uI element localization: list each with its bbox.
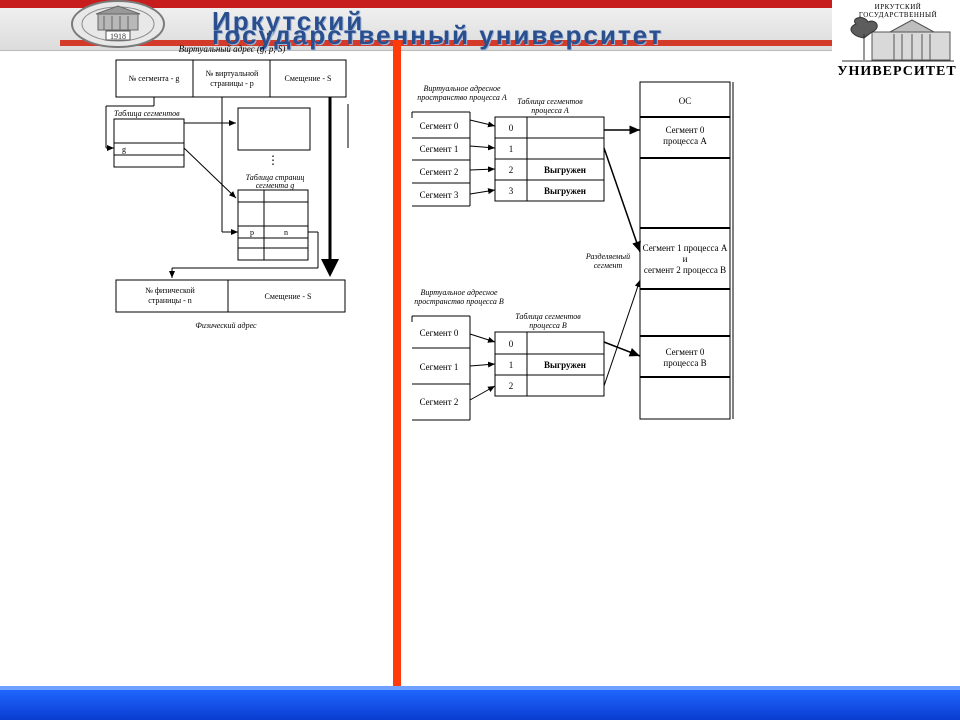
process-b-table-index-2: 2 (509, 381, 514, 391)
segment-row-g: g (122, 145, 126, 154)
process-b-table-label-line-2: процесса B (529, 321, 567, 330)
segment-page-translation-diagram: Виртуальный адрес (g, p, S) № сегмента -… (105, 44, 349, 330)
physical-address-box (115, 279, 346, 313)
page-table-label-line-2: сегмента g (256, 181, 295, 190)
header-title-line-1: Иркутский (212, 6, 365, 36)
process-a-table-status-3: Выгружен (544, 186, 586, 196)
process-a-table-label-line-1: Таблица сегментов (517, 97, 583, 106)
page-row-p: p (250, 228, 254, 237)
cell-offset: Смещение - S (285, 74, 332, 83)
process-b-table-label-line-1: Таблица сегментов (515, 312, 581, 321)
shared-segment-label-line-1: Разделяемый (585, 252, 630, 261)
memory-seg0-a-line-2: процесса A (663, 136, 707, 146)
process-a-table-index-3: 3 (509, 186, 514, 196)
cell-virtual-page-line-1: № виртуальной (206, 69, 259, 78)
page-row-n: n (284, 228, 288, 237)
process-a-segment-0: Сегмент 0 (420, 121, 459, 131)
process-a-table-index-2: 2 (509, 165, 514, 175)
university-building-icon (842, 17, 954, 62)
cell-virtual-page-line-2: страницы - p (210, 79, 254, 88)
process-a-segments (411, 111, 471, 207)
process-b-segment-2: Сегмент 2 (420, 397, 459, 407)
process-a-vas-label-line-2: пространство процесса A (417, 93, 507, 102)
process-a-segment-2: Сегмент 2 (420, 167, 459, 177)
translation-arrows (105, 97, 319, 278)
header-red-stripe (0, 0, 832, 8)
shared-segment-label-line-2: сегмент (594, 261, 623, 270)
process-a-table-status-2: Выгружен (544, 165, 586, 175)
mapping-arrows (469, 119, 641, 401)
physical-memory-column (639, 81, 734, 420)
cell-segment-number: № сегмента - g (129, 74, 180, 83)
memory-shared-line-2: и (683, 254, 688, 264)
footer-highlight (0, 686, 960, 691)
process-b-vas-label-line-1: Виртуальное адресное (420, 288, 498, 297)
process-a-vas-label-line-1: Виртуальное адресное (423, 84, 501, 93)
seal-year: 1918 (110, 32, 126, 41)
header-title-line-2: государственный университет (212, 20, 664, 50)
process-a-segment-table (494, 116, 605, 202)
logo-top-text: ИРКУТСКИЙ ГОСУДАРСТВЕННЫЙ (858, 3, 938, 19)
page-table-placeholder-box (237, 107, 311, 151)
header-red-underline (60, 40, 832, 46)
virtual-address-label: Виртуальный адрес (g, p, S) (179, 44, 286, 54)
memory-shared-line-1: Сегмент 1 процесса A (643, 243, 728, 253)
footer-band (0, 690, 960, 720)
segment-table (113, 118, 185, 168)
physical-address-label: Физический адрес (195, 321, 257, 330)
page-table (237, 189, 309, 261)
memory-os: ОС (679, 96, 692, 106)
memory-shared-line-3: сегмент 2 процесса B (644, 265, 726, 275)
process-a-table-index-1: 1 (509, 144, 514, 154)
process-a-segment-1: Сегмент 1 (420, 144, 459, 154)
process-a-table-index-0: 0 (509, 123, 514, 133)
process-b-table-status-1: Выгружен (544, 360, 586, 370)
ellipsis-mark: ⋮ (267, 153, 279, 167)
university-seal-icon: 1918 (71, 0, 165, 48)
page-table-label-line-1: Таблица страниц (246, 173, 305, 182)
shared-segment-diagram: Виртуальное адресное пространство процес… (411, 81, 734, 421)
logo-bottom-text: УНИВЕРСИТЕТ (837, 64, 957, 79)
process-a-table-label-line-2: процесса A (531, 106, 569, 115)
memory-seg0-b-line-2: процесса B (663, 358, 706, 368)
process-b-segment-1: Сегмент 1 (420, 362, 459, 372)
memory-seg0-a-line-1: Сегмент 0 (666, 125, 705, 135)
physical-page-line-1: № физической (145, 286, 195, 295)
process-b-vas-label-line-2: пространство процесса B (414, 297, 504, 306)
process-a-segment-3: Сегмент 3 (420, 190, 459, 200)
memory-seg0-b-line-1: Сегмент 0 (666, 347, 705, 357)
process-b-table-index-0: 0 (509, 339, 514, 349)
physical-offset: Смещение - S (265, 292, 312, 301)
vertical-divider (393, 40, 401, 697)
segment-table-label: Таблица сегментов (114, 109, 180, 118)
process-b-segment-0: Сегмент 0 (420, 328, 459, 338)
physical-page-line-2: страницы - n (148, 296, 192, 305)
process-b-segments (411, 315, 471, 421)
virtual-address-box (115, 59, 347, 98)
process-b-table-index-1: 1 (509, 360, 514, 370)
